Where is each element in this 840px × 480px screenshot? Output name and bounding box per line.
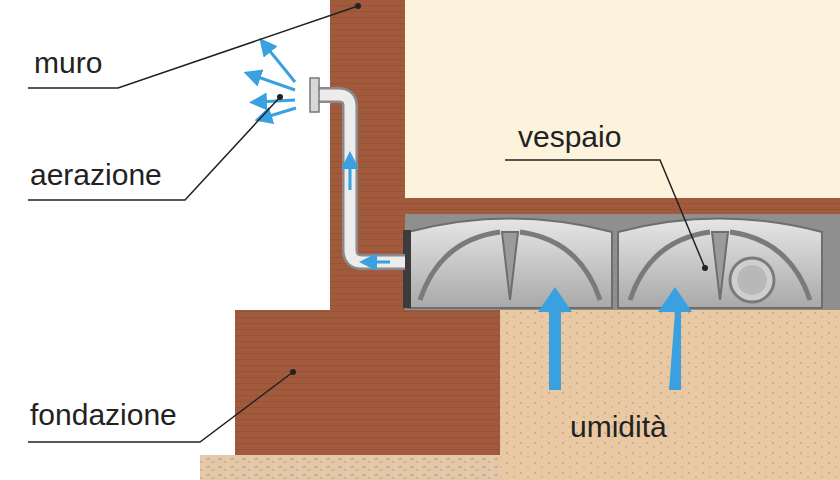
- humidity-label: umidità: [570, 412, 667, 442]
- foundation-label: fondazione: [30, 400, 177, 430]
- ventilation-label: aerazione: [30, 160, 162, 190]
- wall-label: muro: [34, 48, 102, 78]
- crawlspace-label: vespaio: [518, 122, 621, 152]
